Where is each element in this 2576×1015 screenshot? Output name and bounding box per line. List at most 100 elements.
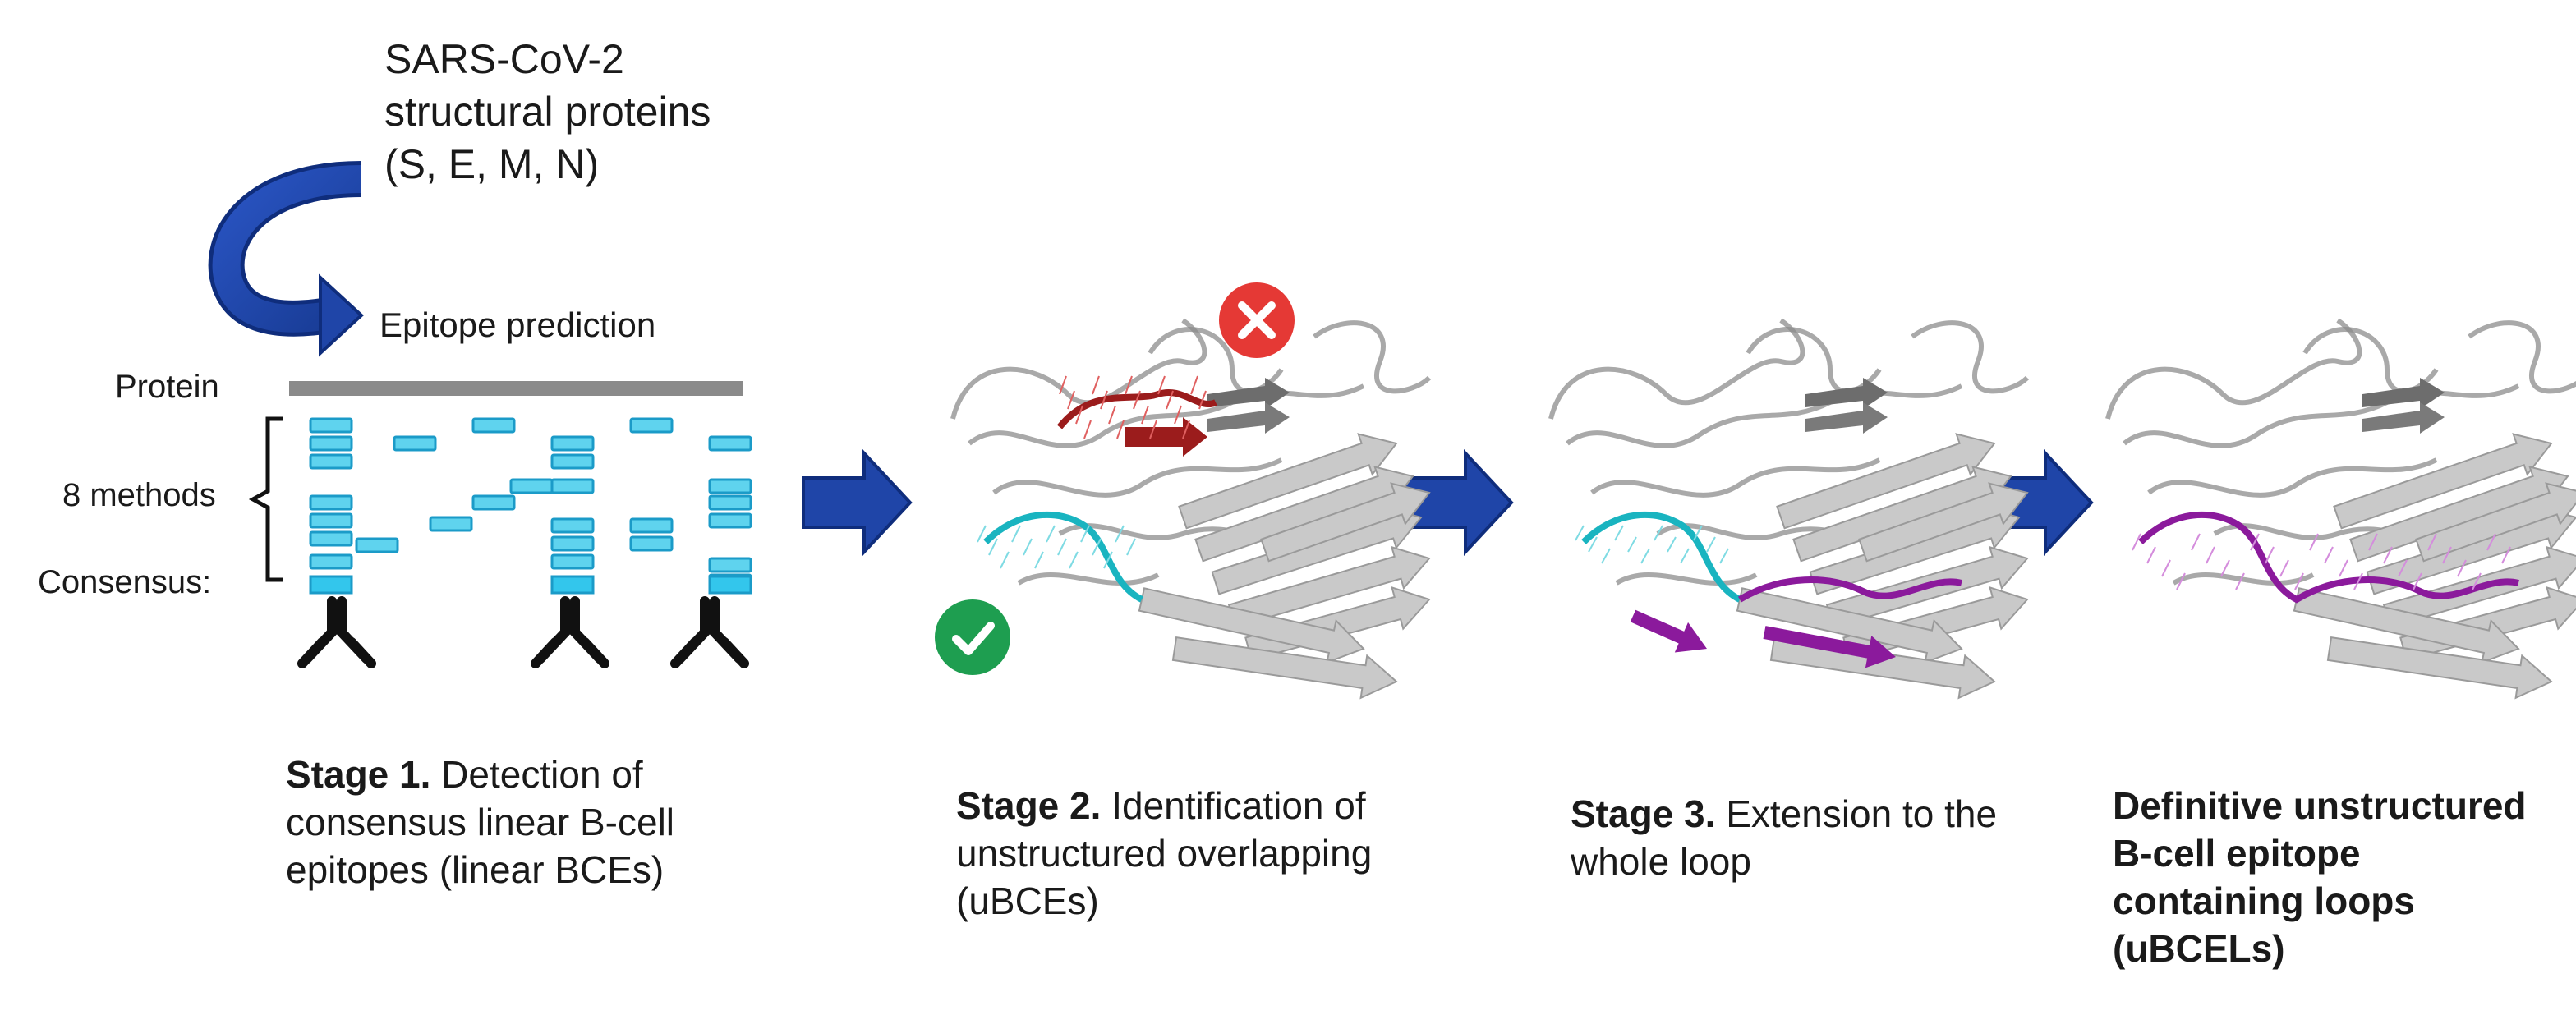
- epitope-segment: [629, 535, 674, 552]
- ribbon-loop: [1911, 320, 2030, 394]
- side-chain: [1719, 548, 1729, 564]
- beta-strand: [1260, 482, 1431, 563]
- side-chain: [1182, 420, 1190, 439]
- consensus-segment: [708, 575, 752, 595]
- side-chain: [1103, 551, 1113, 569]
- stage-arrow-icon: [802, 448, 913, 557]
- side-chain: [1680, 548, 1690, 564]
- ribbon-loop: [1590, 457, 1881, 498]
- epitope-segment: [550, 435, 595, 452]
- side-chain: [2339, 559, 2348, 577]
- side-chain: [2206, 546, 2215, 564]
- structure-panel-final: [2103, 316, 2576, 700]
- epitope-segment: [393, 435, 437, 452]
- check-circle-icon: [935, 599, 1010, 675]
- ribbon-loop: [968, 383, 1365, 448]
- side-chain: [1588, 536, 1598, 553]
- epitope-segment: [708, 512, 752, 529]
- epitope-segments: [309, 417, 752, 595]
- source-proteins-label: SARS-CoV-2 structural proteins (S, E, M,…: [384, 36, 711, 187]
- epitope-segment: [708, 494, 752, 511]
- stage3-caption: Stage 3. Extension to the whole loop: [1571, 790, 1998, 885]
- side-chain: [2383, 546, 2393, 564]
- side-chain: [1083, 420, 1092, 439]
- epitope-segment: [309, 530, 353, 547]
- methods-bracket: [248, 416, 283, 582]
- side-chain: [1125, 375, 1133, 395]
- side-chain: [977, 525, 987, 543]
- stage1-caption: Stage 1. Detection of consensus linear B…: [286, 751, 713, 893]
- final-description: Definitive unstructured B-cell epitope c…: [2113, 784, 2527, 970]
- ribbon-loop: [1566, 383, 1963, 448]
- beta-strand: [1806, 402, 1888, 434]
- epitope-segment: [309, 553, 353, 570]
- side-chain: [1627, 536, 1637, 553]
- side-chain: [2191, 533, 2201, 551]
- side-chain: [1667, 536, 1677, 553]
- side-chain: [1601, 548, 1611, 564]
- side-chain: [2472, 572, 2482, 590]
- consensus-label: Consensus:: [38, 564, 212, 600]
- antibody-icon: [297, 596, 376, 668]
- beta-strand: [1208, 378, 1290, 409]
- side-chain: [1067, 390, 1075, 410]
- epitope-segment: [509, 478, 554, 494]
- side-chain: [1108, 405, 1116, 425]
- ribbon-loop: [1313, 320, 1432, 394]
- stage2-title: Stage 2.: [956, 784, 1102, 827]
- side-chain: [1100, 390, 1108, 410]
- ribbon-loop: [2468, 320, 2576, 394]
- side-chain: [2309, 533, 2319, 551]
- epitope-segment: [550, 535, 595, 552]
- side-chain: [2442, 546, 2452, 564]
- side-chain: [2353, 572, 2363, 590]
- side-chain: [2220, 559, 2230, 577]
- side-chain: [1046, 525, 1056, 543]
- side-chain: [2413, 572, 2422, 590]
- side-chain: [2265, 546, 2275, 564]
- side-chain: [2457, 559, 2467, 577]
- epitope-prediction-label: Epitope prediction: [380, 305, 656, 344]
- ribbon-loop: [992, 457, 1283, 498]
- protein-bar: [289, 381, 743, 396]
- consensus-segment: [550, 575, 595, 595]
- side-chain: [2132, 533, 2141, 551]
- ribbon-loop: [1017, 572, 1160, 586]
- epitope-segment: [355, 537, 399, 553]
- side-chain: [2250, 533, 2260, 551]
- ribbon-loop: [2105, 318, 2362, 420]
- side-chain: [1092, 538, 1102, 556]
- side-chain: [1057, 538, 1067, 556]
- beta-strand: [1806, 378, 1888, 409]
- extended-strand: [1630, 609, 1707, 653]
- ribbon-loop: [2123, 383, 2520, 448]
- side-chain: [1116, 420, 1125, 439]
- ribbon-loop: [2466, 318, 2576, 397]
- beta-strand: [1776, 433, 1996, 530]
- stage3-description: Extension to the whole loop: [1571, 792, 1998, 883]
- beta-strand: [1858, 482, 2029, 563]
- antibody-icon: [670, 596, 749, 668]
- ribbon-loop: [1615, 572, 1758, 586]
- stage-arrow-icon: [1403, 448, 1514, 557]
- side-chain: [2398, 559, 2408, 577]
- rejected-epitope: [1056, 389, 1217, 429]
- epitope-segment: [309, 512, 353, 529]
- epitope-segment: [550, 453, 595, 470]
- beta-strand: [2415, 482, 2576, 563]
- stage3-title: Stage 3.: [1571, 792, 1716, 835]
- side-chain: [1614, 525, 1624, 541]
- consensus-segment: [309, 575, 353, 595]
- side-chain: [1069, 551, 1079, 569]
- stage2-caption: Stage 2. Identification of unstructured …: [956, 782, 1383, 925]
- epitope-segment: [708, 478, 752, 494]
- beta-strand: [1178, 433, 1398, 530]
- side-chain: [1023, 538, 1033, 556]
- side-chain: [1141, 405, 1149, 425]
- side-chain: [1011, 525, 1021, 543]
- side-chain: [1149, 420, 1157, 439]
- structure-panel-stage2: [948, 316, 1433, 700]
- final-caption: Definitive unstructured B-cell epitope c…: [2113, 782, 2540, 972]
- stage2-description: Identification of unstructured overlappi…: [956, 784, 1373, 922]
